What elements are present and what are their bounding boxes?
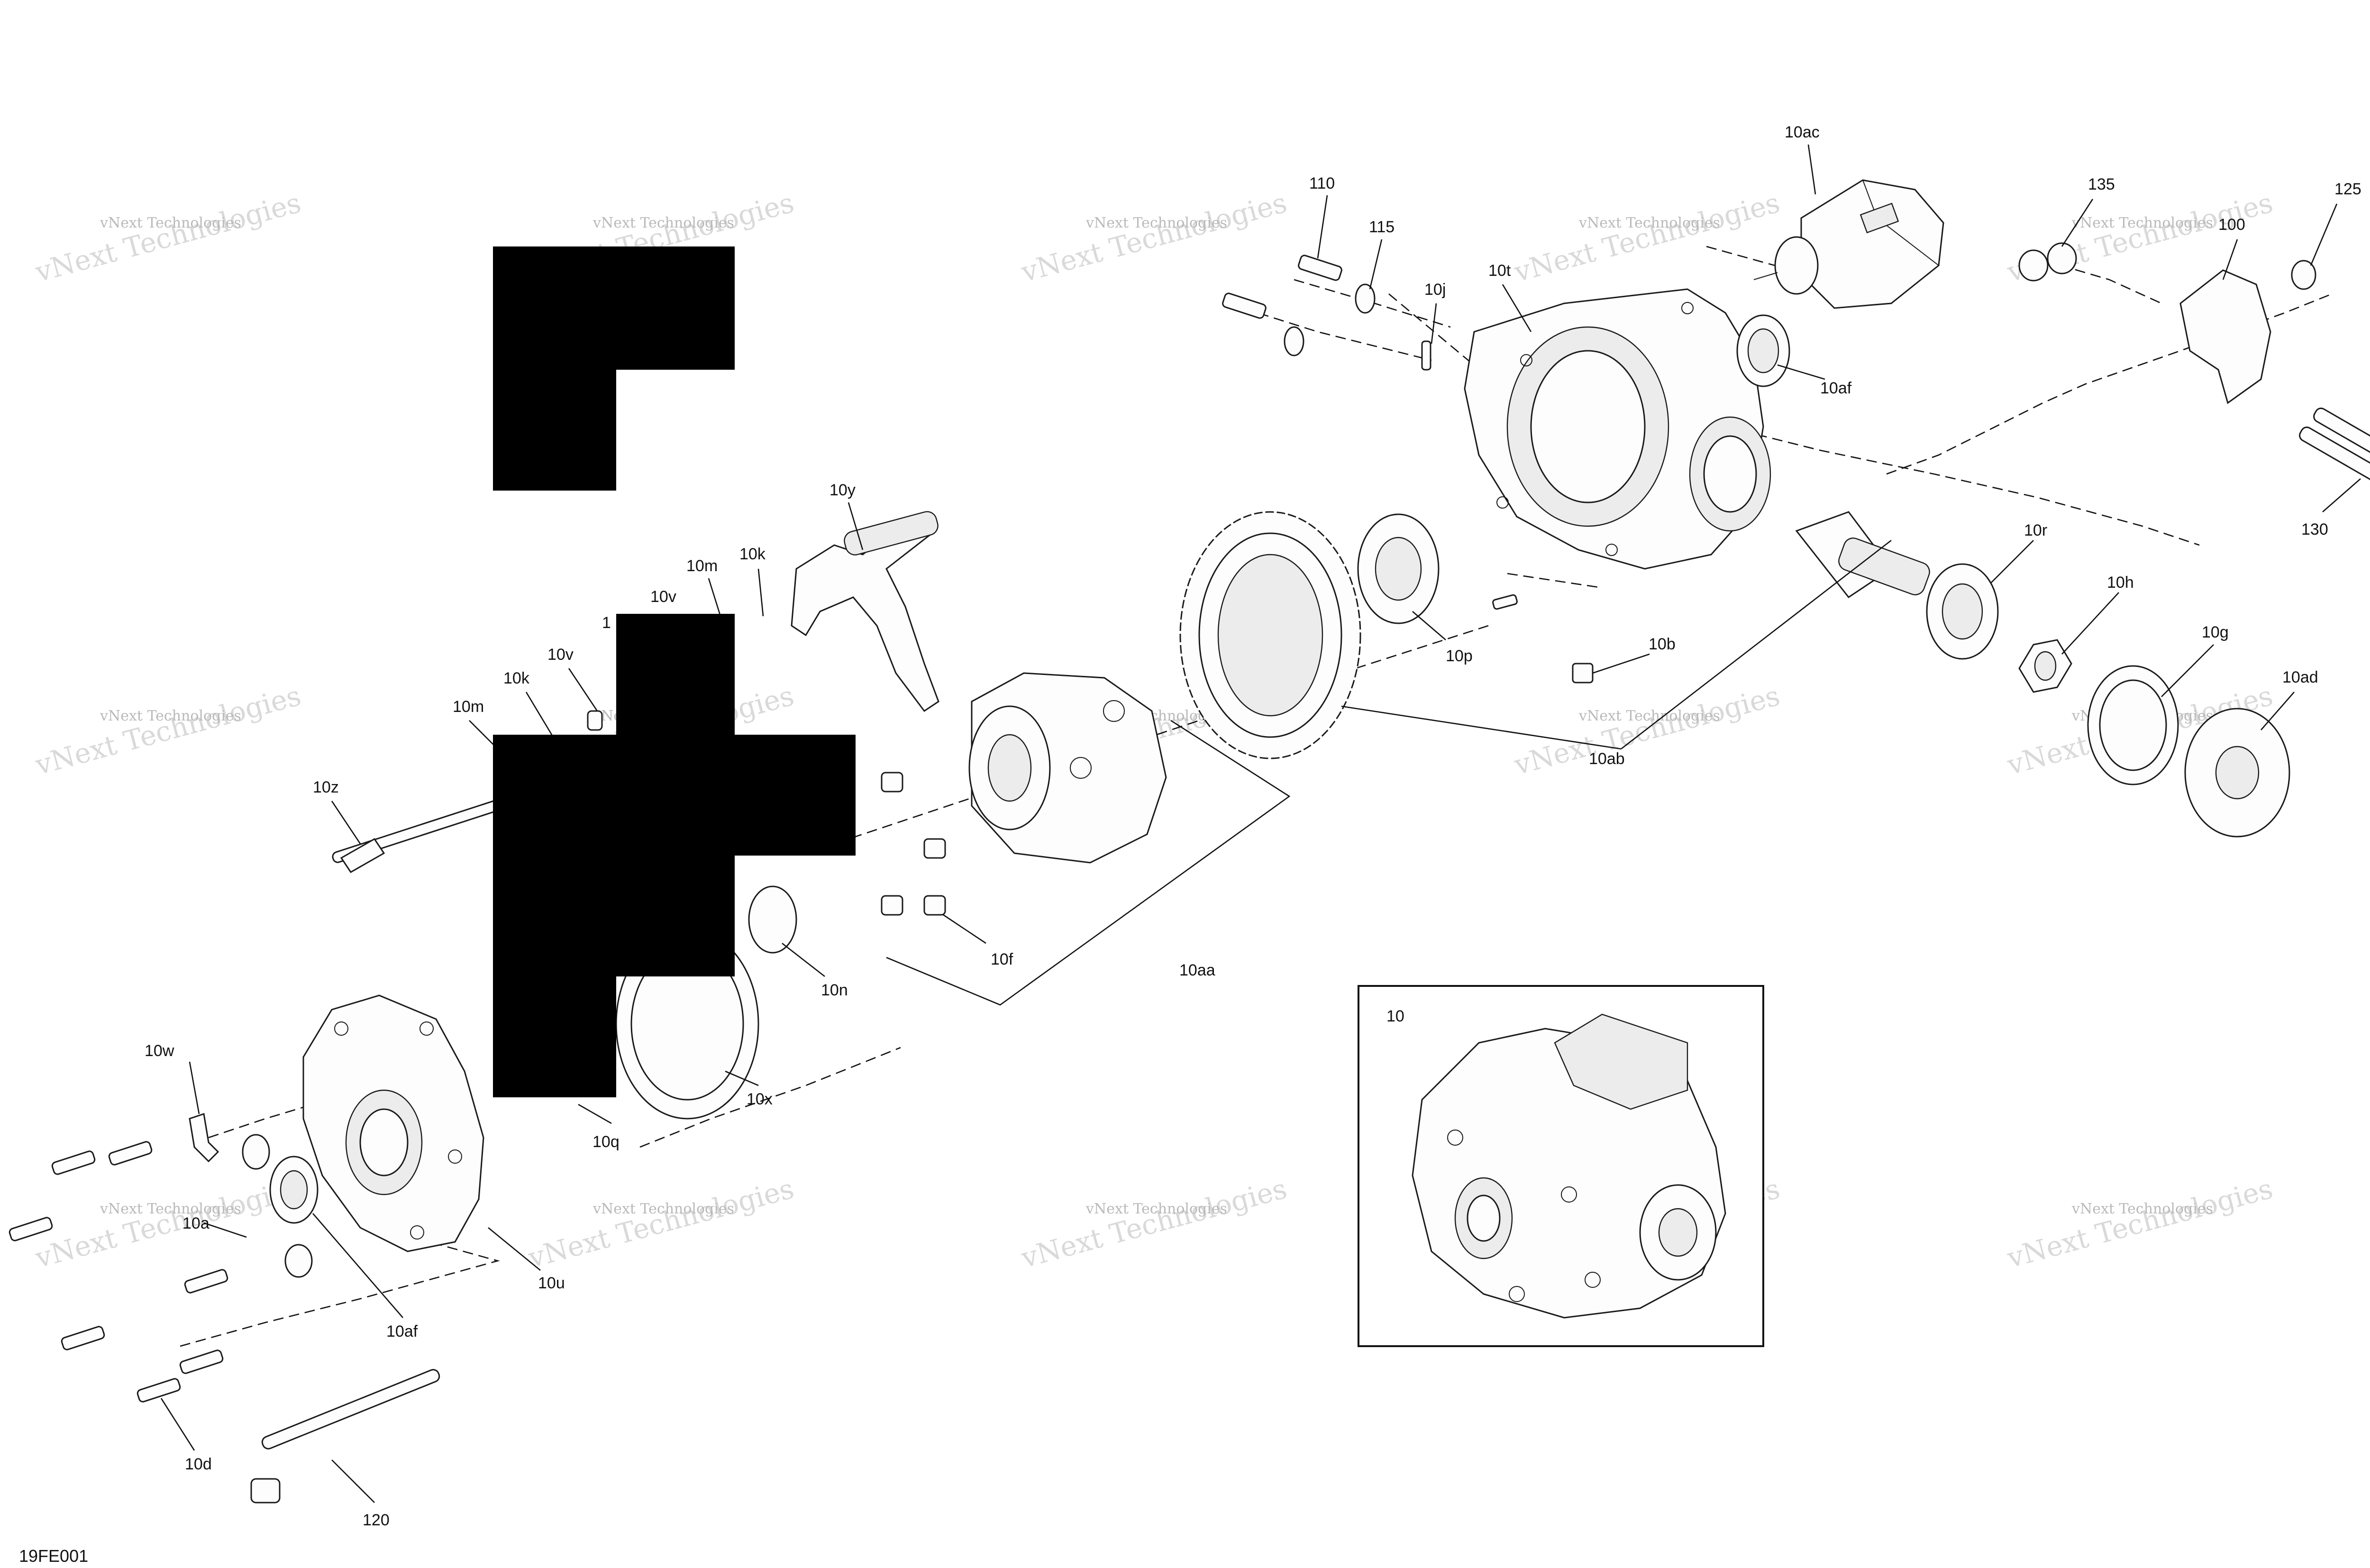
watermark-large: vNext Technologies <box>2004 1172 2276 1274</box>
callout-label: 10k <box>503 669 530 687</box>
plug-10b <box>1492 594 1594 684</box>
long-bolt-120 <box>250 1369 440 1504</box>
mount-bracket <box>2018 242 2370 489</box>
watermark-large: vNext Technologies <box>32 679 304 781</box>
shift-actuator-motor <box>1753 179 1944 309</box>
callout-label: 10v <box>547 646 574 664</box>
callout-label: 10r <box>2024 521 2047 539</box>
callout-label: 10p <box>1446 647 1473 665</box>
watermark-large: vNext Technologies <box>1018 186 1290 288</box>
watermark-small: vNext Technologies <box>2071 1201 2213 1217</box>
callout-label: 10n <box>821 981 848 999</box>
nut-10h <box>2018 639 2072 693</box>
watermark-small: vNext Technologies <box>1578 215 1720 231</box>
bolts-10f <box>881 772 946 916</box>
seal-10ad <box>2184 708 2290 838</box>
callout-label: 10h <box>2107 574 2134 592</box>
callout-label: 10k <box>739 545 766 563</box>
callout-label: 10af <box>1820 379 1852 397</box>
callout-label: 10m <box>686 557 718 575</box>
callout-label: 10ab <box>1589 750 1625 768</box>
redaction-blocks <box>493 246 856 1097</box>
leader-lines <box>160 144 2361 1503</box>
seal-10af-lower <box>269 1156 319 1224</box>
callout-label: 115 <box>1369 218 1395 236</box>
bolts-10d <box>9 1141 228 1403</box>
gearbox-housing <box>1464 288 1771 570</box>
callout-label: 10q <box>592 1133 620 1151</box>
callout-label: 10f <box>991 950 1013 968</box>
bearing-10p <box>1357 513 1440 624</box>
callout-label: 125 <box>2334 180 2361 198</box>
callout-labels: 10ac 110 115 10j 10t 135 125 100 10af 13… <box>145 123 2361 1529</box>
callout-label: 10j <box>1424 281 1446 299</box>
callout-label: 135 <box>2088 175 2115 193</box>
watermark-small: vNext Technologies <box>1085 215 1227 231</box>
watermark-small: vNext Technologies <box>592 215 734 231</box>
watermark-large: vNext Technologies <box>1018 1172 1290 1274</box>
ring-10g <box>2087 665 2179 785</box>
watermark-large: vNext Technologies <box>32 186 304 288</box>
callout-label: 10u <box>538 1274 565 1292</box>
shift-fork-10y <box>791 511 939 712</box>
callout-label: 110 <box>1309 174 1335 192</box>
cover-housing-10u <box>302 994 484 1252</box>
callout-label: 10aa <box>1179 961 1215 979</box>
watermark-large: vNext Technologies <box>32 1172 304 1274</box>
bolts-110 <box>1222 255 1431 371</box>
drawing-code: 19FE001 <box>19 1546 88 1566</box>
breather-10w <box>189 1113 219 1163</box>
callout-label: 10af <box>386 1322 418 1340</box>
watermark-large: vNext Technologies <box>1511 186 1783 288</box>
inset-label: 10 <box>1386 1007 1404 1025</box>
callout-label: 10a <box>182 1214 210 1232</box>
watermark-small: vNext Technologies <box>100 1201 241 1217</box>
callout-label: 10ac <box>1785 123 1820 141</box>
ring-gear <box>1179 511 1361 759</box>
callout-label: 10b <box>1649 635 1676 653</box>
callout-label: 10y <box>830 481 856 499</box>
callout-label: 1 <box>602 614 611 632</box>
callout-label: 10x <box>747 1090 773 1108</box>
differential-case <box>968 672 1167 864</box>
watermark-large: vNext Technologies <box>1511 679 1783 781</box>
watermark-small: vNext Technologies <box>2071 215 2213 231</box>
assembled-view-inset: 10 <box>1358 985 1764 1347</box>
actuator-seal <box>1736 314 1790 387</box>
watermark-large: vNext Technologies <box>525 1172 797 1274</box>
callout-label: 10v <box>650 588 676 606</box>
watermark-small: vNext Technologies <box>1085 1201 1227 1217</box>
callout-label: 10m <box>453 698 484 716</box>
callout-label: 10w <box>145 1042 174 1060</box>
bearing-10r <box>1926 563 1999 660</box>
callout-label: 10z <box>313 778 339 796</box>
callout-label: 100 <box>2218 216 2245 234</box>
callout-label: 10t <box>1488 262 1511 280</box>
callout-label: 120 <box>363 1511 390 1529</box>
callout-label: 10g <box>2202 623 2229 641</box>
callout-label: 10ad <box>2282 668 2318 686</box>
watermark-small: vNext Technologies <box>100 215 241 231</box>
pinion-shaft <box>1795 511 1930 599</box>
callout-label: 130 <box>2301 520 2328 538</box>
watermark-small: vNext Technologies <box>592 1201 734 1217</box>
callout-label: 10d <box>185 1455 212 1473</box>
watermark-small: vNext Technologies <box>1578 708 1720 724</box>
o-ring-10n <box>748 885 797 954</box>
bushing-10a <box>242 1134 313 1278</box>
watermark-small: vNext Technologies <box>100 708 241 724</box>
